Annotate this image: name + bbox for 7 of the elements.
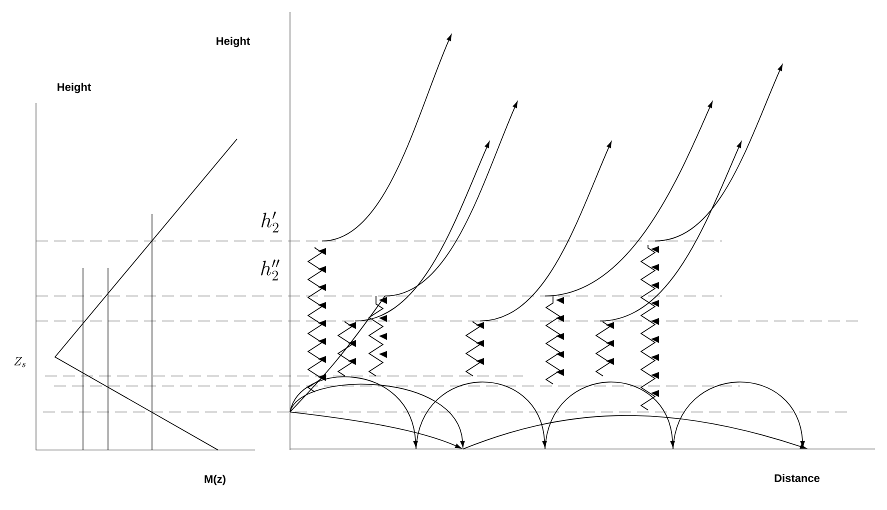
axis-label: Distance	[774, 474, 820, 482]
height-symbol: $h_2'$	[262, 212, 278, 232]
axis-label: Height	[58, 82, 91, 94]
axis-label: M(z)	[204, 474, 226, 486]
height-symbol: $Z_s$	[14, 357, 26, 368]
axis-label: Height	[216, 36, 250, 48]
height-symbol: $h_2''$	[261, 260, 280, 280]
